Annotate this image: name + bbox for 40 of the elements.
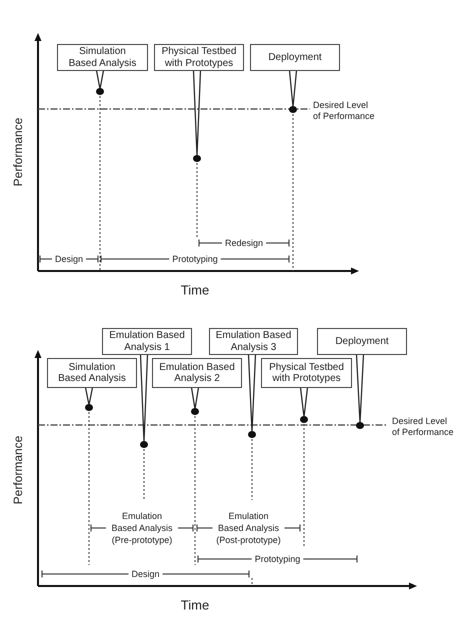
- phase-label: Emulation Based Analysis (Post-prototype): [216, 510, 282, 546]
- callout-pointer: [140, 354, 148, 443]
- callout-box: Physical Testbed with Prototypes: [261, 358, 352, 388]
- callout-pointer: [192, 70, 202, 157]
- callout-pointer: [300, 386, 308, 418]
- axis-title: Performance: [11, 436, 25, 504]
- data-point: [248, 431, 256, 438]
- reference-label: Desired Level of Performance: [313, 100, 376, 122]
- data-point: [300, 416, 308, 423]
- data-point: [191, 408, 199, 415]
- callout-pointer: [248, 354, 256, 433]
- callout-box: Simulation Based Analysis: [57, 44, 148, 71]
- data-point: [85, 404, 93, 411]
- axis-title: Time: [180, 282, 210, 298]
- axis-title: Performance: [11, 118, 25, 186]
- data-point: [193, 155, 201, 162]
- callout-box: Simulation Based Analysis: [47, 358, 137, 388]
- callout-box: Deployment: [317, 328, 407, 355]
- data-point: [356, 422, 364, 429]
- callout-pointer: [288, 70, 298, 108]
- callout-pointer: [190, 386, 200, 410]
- callout-pointer: [356, 354, 364, 424]
- reference-label: Desired Level of Performance: [392, 416, 455, 438]
- axis-title: Time: [180, 598, 210, 612]
- phase-label: Prototyping: [254, 554, 300, 564]
- callout-box: Emulation Based Analysis 2: [152, 358, 242, 388]
- callout-box: Physical Testbed with Prototypes: [154, 44, 244, 71]
- phase-label: Design: [55, 254, 83, 264]
- callout-box: Emulation Based Analysis 3: [209, 328, 298, 355]
- callout-box: Emulation Based Analysis 1: [102, 328, 192, 355]
- data-point: [140, 441, 148, 448]
- phase-label: Redesign: [224, 238, 264, 248]
- callout-pointer: [84, 386, 94, 406]
- phase-label: Emulation Based Analysis (Pre-prototype): [110, 510, 174, 546]
- data-point: [96, 88, 104, 95]
- data-point: [289, 106, 297, 113]
- callout-pointer: [96, 70, 104, 90]
- phase-label: Design: [132, 569, 160, 579]
- callout-box: Deployment: [250, 44, 340, 71]
- phase-label: Prototyping: [172, 254, 218, 264]
